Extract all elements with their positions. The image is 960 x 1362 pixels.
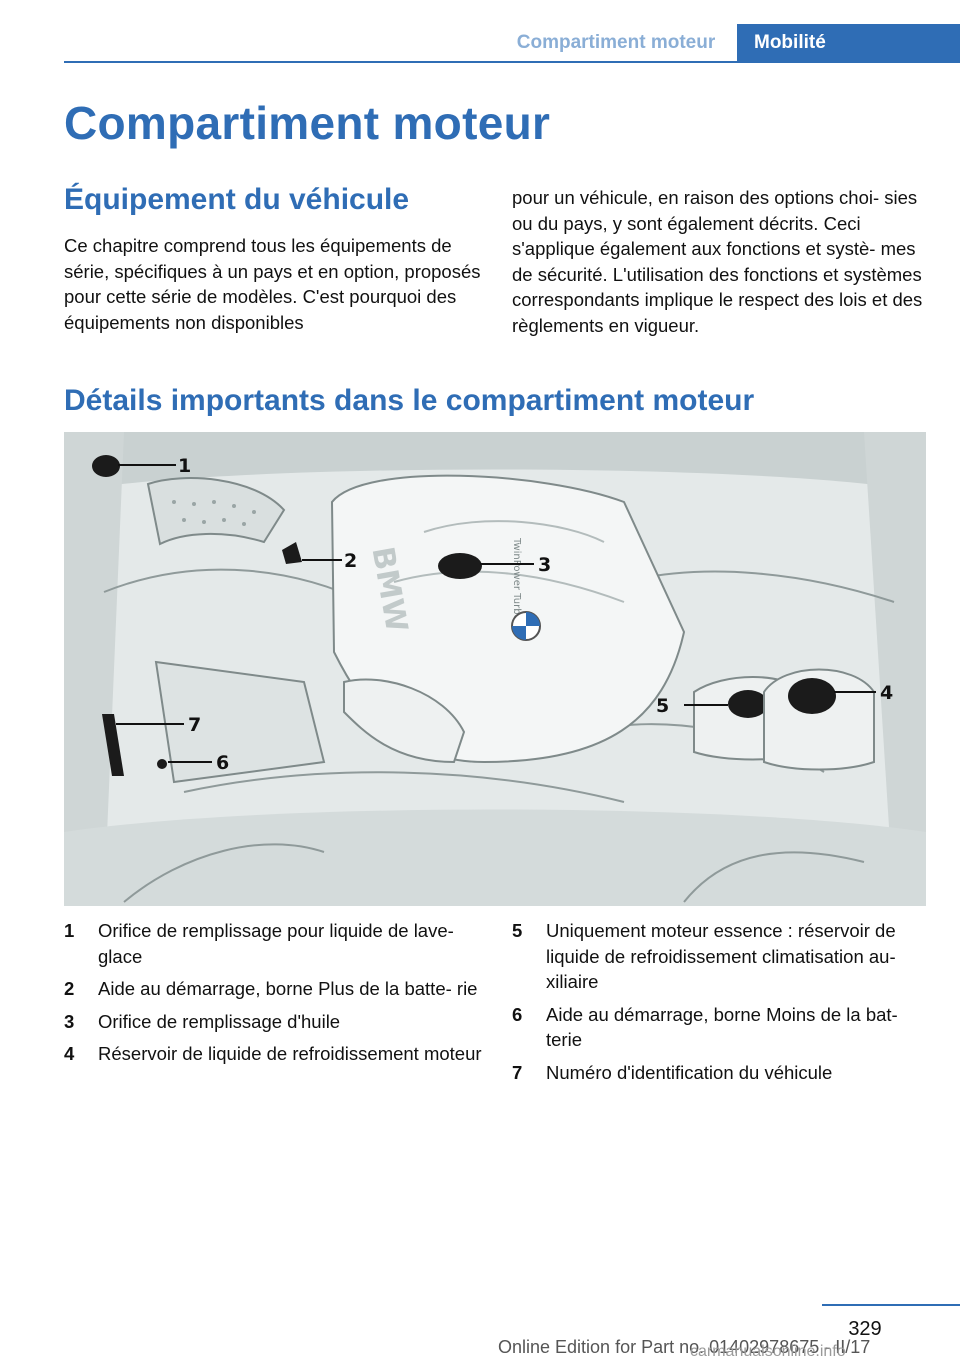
engine-compartment-figure: BMW TwinPower Turbo 1 2 3 4 5 6: [64, 432, 926, 906]
legend-text: Aide au démarrage, borne Plus de la batt…: [98, 978, 478, 999]
engine-illustration: BMW TwinPower Turbo 1 2 3 4 5 6: [64, 432, 926, 906]
legend-list-left: 1 Orifice de remplissage pour liquide de…: [64, 918, 484, 1074]
legend-number: 2: [64, 978, 75, 999]
legend-text: Orifice de remplissage pour liquide de l…: [98, 920, 454, 967]
legend-number: 6: [512, 1003, 523, 1025]
callout-label-1: 1: [178, 455, 191, 477]
legend-number: 3: [64, 1010, 75, 1032]
battery-minus-terminal: [157, 759, 167, 769]
legend-item: 3 Orifice de remplissage d'huile: [64, 1009, 484, 1035]
legend-number: 1: [64, 920, 75, 941]
callout-label-3: 3: [538, 554, 551, 576]
header-divider: [64, 61, 960, 63]
callout-label-5: 5: [656, 695, 669, 717]
callout-label-7: 7: [188, 714, 201, 736]
vin-plate: [102, 714, 124, 776]
legend-text: Uniquement moteur essence : réservoir de…: [546, 920, 896, 992]
battery-plus-terminal: [282, 542, 302, 564]
legend-item: 2 Aide au démarrage, borne Plus de la ba…: [64, 976, 484, 1002]
legend-list-right: 5 Uniquement moteur essence : réservoir …: [512, 918, 932, 1092]
washer-fluid-cap: [92, 455, 120, 477]
callout-label-4: 4: [880, 682, 893, 704]
section-tab[interactable]: Compartiment moteur: [516, 32, 716, 53]
footer-divider: [822, 1304, 960, 1306]
page-title: Compartiment moteur: [64, 97, 551, 149]
callout-label-6: 6: [216, 752, 229, 774]
chapter-tab[interactable]: Mobilité: [737, 24, 960, 62]
legend-item: 5 Uniquement moteur essence : réservoir …: [512, 918, 932, 995]
page-number: 329: [848, 1318, 882, 1340]
section-heading-equipment: Équipement du véhicule: [64, 183, 410, 216]
legend-number: 4: [64, 1043, 75, 1064]
legend-text: Aide au démarrage, borne Moins de la bat…: [546, 1003, 898, 1051]
legend-item: 7 Numéro d'identification du véhicule: [512, 1060, 932, 1086]
turbo-badge-text: TwinPower Turbo: [511, 537, 522, 621]
legend-text: Réservoir de liquide de refroidissement …: [98, 1043, 482, 1064]
legend-item: 4 Réservoir de liquide de refroidissemen…: [64, 1041, 484, 1067]
intro-paragraph-right: pour un véhicule, en raison des options …: [512, 187, 923, 336]
watermark: carmanualsonline.info: [690, 1343, 846, 1360]
section-heading-details: Détails importants dans le compartiment …: [64, 384, 755, 417]
intro-paragraph-left: Ce chapitre comprend tous les équipement…: [64, 235, 481, 333]
legend-item: 1 Orifice de remplissage pour liquide de…: [64, 918, 484, 969]
legend-item: 6 Aide au démarrage, borne Moins de la b…: [512, 1002, 932, 1053]
coolant-reservoir-cap: [788, 678, 836, 714]
legend-text: Orifice de remplissage d'huile: [98, 1010, 341, 1032]
legend-number: 5: [512, 920, 523, 941]
legend-number: 7: [512, 1061, 523, 1083]
oil-filler-cap: [438, 553, 482, 579]
aux-coolant-cap: [728, 690, 768, 718]
legend-text: Numéro d'identification du véhicule: [546, 1061, 833, 1083]
callout-label-2: 2: [344, 550, 357, 572]
edition-note: Online Edition for Part no. 01402978675 …: [498, 1337, 871, 1357]
